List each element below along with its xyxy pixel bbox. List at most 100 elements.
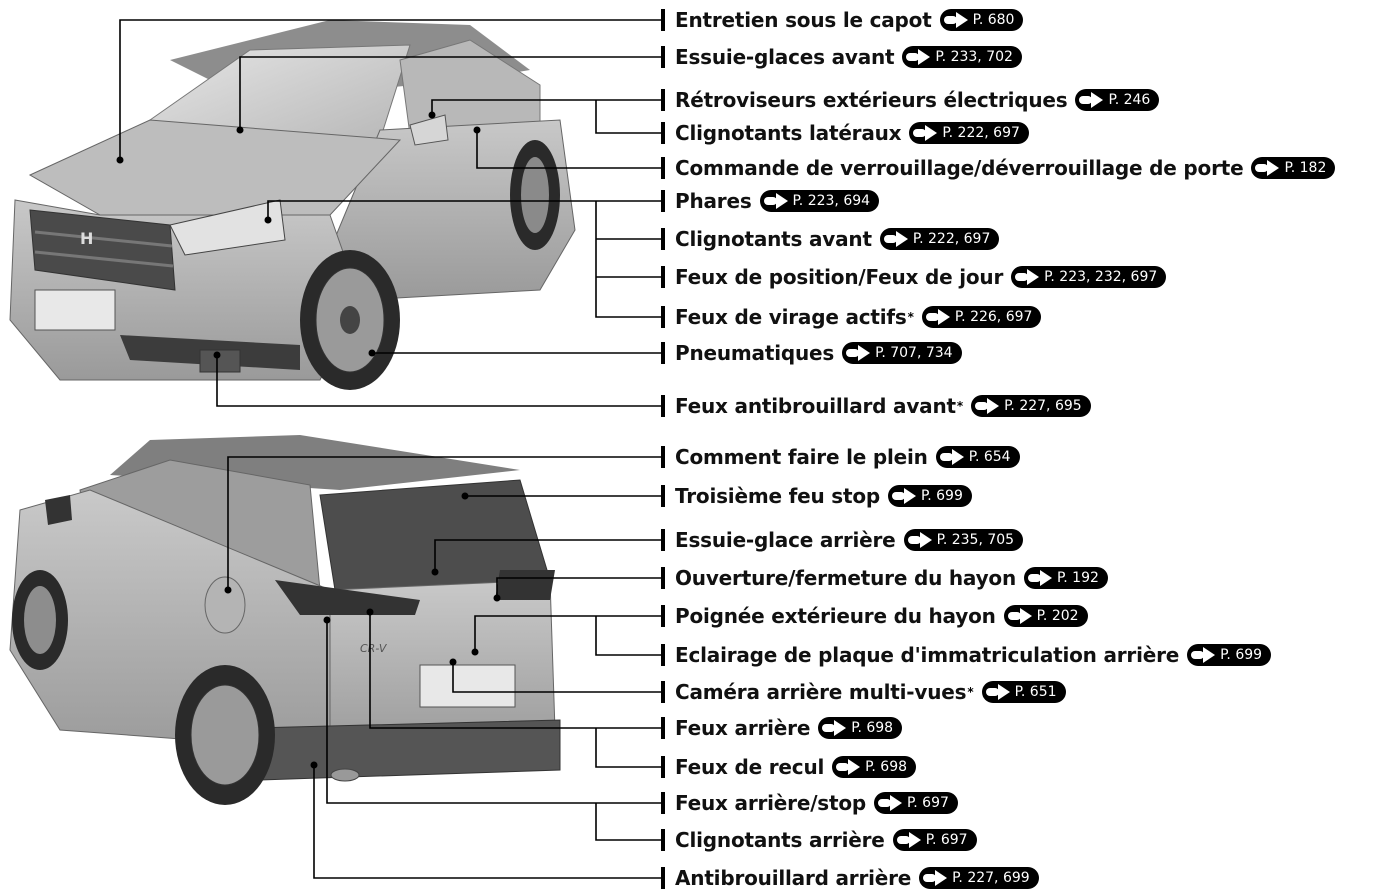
arrow-right-icon	[1255, 160, 1280, 176]
page-reference-link[interactable]: P. 651	[981, 681, 1066, 703]
callout-label-text: Caméra arrière multi-vues	[675, 680, 967, 704]
page-reference-link[interactable]: P. 223, 694	[759, 190, 880, 212]
page-reference-link[interactable]: P. 246	[1075, 89, 1160, 111]
page-reference-link[interactable]: P. 227, 699	[919, 867, 1039, 889]
label-tick	[661, 266, 665, 288]
label-tick	[661, 9, 665, 31]
callout-label-text: Feux de virage actifs	[675, 305, 907, 329]
arrow-right-icon	[913, 125, 938, 141]
callout-label-text: Ouverture/fermeture du hayon	[675, 566, 1017, 590]
page-reference-link[interactable]: P. 226, 697	[921, 306, 1042, 328]
callout-label-text: Phares	[675, 189, 752, 213]
page-reference-link[interactable]: P. 202	[1003, 605, 1088, 627]
page-reference-text: P. 651	[1014, 684, 1057, 700]
callout-label-text: Antibrouillard arrière	[675, 866, 912, 890]
page-reference-text: P. 227, 699	[952, 870, 1030, 886]
callout-label-row: Antibrouillard arrière P. 227, 699	[661, 863, 1039, 893]
label-tick	[661, 395, 665, 417]
arrow-right-icon	[939, 449, 964, 465]
label-tick	[661, 829, 665, 851]
page-reference-link[interactable]: P. 698	[818, 717, 903, 739]
page-reference-link[interactable]: P. 699	[887, 485, 972, 507]
page-reference-text: P. 707, 734	[875, 345, 953, 361]
callout-label-row: Rétroviseurs extérieurs électriques P. 24…	[661, 85, 1160, 115]
callout-label-row: Commande de verrouillage/déverrouillage …	[661, 153, 1336, 183]
page-reference-text: P. 226, 697	[954, 309, 1033, 325]
page-reference-link[interactable]: P. 699	[1187, 644, 1272, 666]
arrow-right-icon	[1079, 92, 1104, 108]
callout-label-text: Clignotants latéraux	[675, 121, 902, 145]
callout-label-text: Eclairage de plaque d'immatriculation ar…	[675, 643, 1180, 667]
page-reference-text: P. 182	[1284, 160, 1327, 176]
label-tick	[661, 529, 665, 551]
arrow-right-icon	[836, 759, 861, 775]
page-reference-link[interactable]: P. 697	[874, 792, 958, 814]
page-reference-link[interactable]: P. 697	[892, 829, 977, 851]
arrow-right-icon	[975, 398, 1000, 414]
arrow-right-icon	[907, 532, 932, 548]
arrow-right-icon	[878, 795, 903, 811]
label-tick	[661, 122, 665, 144]
page-reference-text: P. 698	[851, 720, 894, 736]
callout-label-text: Entretien sous le capot	[675, 8, 932, 32]
label-tick	[661, 605, 665, 627]
callout-label-row: Poignée extérieure du hayon P. 202	[661, 601, 1088, 631]
callout-label-row: Ouverture/fermeture du hayon P. 192	[661, 563, 1108, 593]
page-reference-text: P. 698	[865, 759, 908, 775]
callout-label-row: Pneumatiques P. 707, 734	[661, 338, 962, 368]
arrow-right-icon	[925, 309, 950, 325]
page-reference-text: P. 680	[972, 12, 1015, 28]
callout-label-row: Feux de recul P. 698	[661, 752, 917, 782]
arrow-right-icon	[923, 870, 948, 886]
page-reference-text: P. 227, 695	[1004, 398, 1082, 414]
callout-label-text: Pneumatiques	[675, 341, 835, 365]
callout-label-text: Comment faire le plein	[675, 445, 928, 469]
page-reference-text: P. 699	[1220, 647, 1263, 663]
arrow-right-icon	[906, 49, 931, 65]
page-reference-text: P. 233, 702	[935, 49, 1013, 65]
callout-label-row: Feux arrière/stop P. 697	[661, 788, 958, 818]
callout-label-text: Feux de recul	[675, 755, 825, 779]
callout-label-text: Troisième feu stop	[675, 484, 880, 508]
arrow-right-icon	[822, 720, 847, 736]
page-reference-text: P. 222, 697	[912, 231, 991, 247]
callout-label-text: Commande de verrouillage/déverrouillage …	[675, 156, 1244, 180]
page-reference-link[interactable]: P. 182	[1251, 157, 1336, 179]
page-reference-link[interactable]: P. 233, 702	[902, 46, 1022, 68]
page-reference-link[interactable]: P. 222, 697	[879, 228, 1000, 250]
callout-label-text: Poignée extérieure du hayon	[675, 604, 996, 628]
page-reference-text: P. 654	[968, 449, 1011, 465]
arrow-right-icon	[985, 684, 1010, 700]
callout-label-row: Entretien sous le capot P. 680	[661, 5, 1024, 35]
arrow-right-icon	[896, 832, 921, 848]
callout-label-text: Feux antibrouillard avant	[675, 394, 956, 418]
label-tick	[661, 342, 665, 364]
label-tick	[661, 306, 665, 328]
arrow-right-icon	[891, 488, 916, 504]
callout-label-row: Clignotants latéraux P. 222, 697	[661, 118, 1029, 148]
arrow-right-icon	[883, 231, 908, 247]
label-tick	[661, 756, 665, 778]
page-reference-link[interactable]: P. 223, 232, 697	[1011, 266, 1167, 288]
callout-label-text: Feux arrière/stop	[675, 791, 867, 815]
callout-label-row: Feux arrière P. 698	[661, 713, 903, 743]
page-reference-link[interactable]: P. 222, 697	[909, 122, 1029, 144]
page-reference-link[interactable]: P. 707, 734	[842, 342, 962, 364]
page-reference-link[interactable]: P. 680	[939, 9, 1024, 31]
page-reference-link[interactable]: P. 227, 695	[971, 395, 1091, 417]
arrow-right-icon	[943, 12, 968, 28]
callout-label-row: Eclairage de plaque d'immatriculation ar…	[661, 640, 1272, 670]
page-reference-text: P. 222, 697	[942, 125, 1020, 141]
label-tick	[661, 867, 665, 889]
callout-label-text: Feux arrière	[675, 716, 811, 740]
callout-label-text: Rétroviseurs extérieurs électriques	[675, 88, 1068, 112]
page-reference-link[interactable]: P. 192	[1024, 567, 1108, 589]
page-reference-text: P. 697	[925, 832, 968, 848]
page-reference-link[interactable]: P. 654	[935, 446, 1020, 468]
page-reference-text: P. 235, 705	[936, 532, 1015, 548]
front-car-illustration: H	[9, 20, 576, 390]
page-reference-text: P. 697	[907, 795, 949, 811]
page-reference-link[interactable]: P. 235, 705	[903, 529, 1024, 551]
page-reference-link[interactable]: P. 698	[832, 756, 917, 778]
